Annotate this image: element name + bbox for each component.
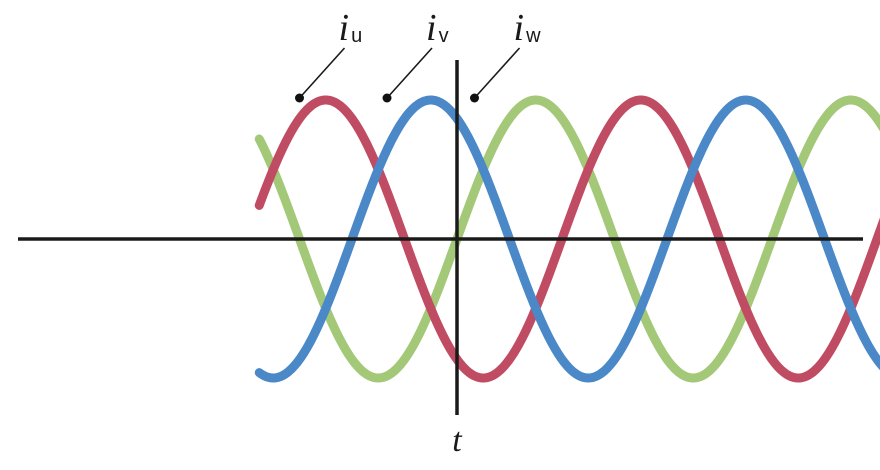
- leader-line-w: [473, 47, 521, 99]
- series-line-v: [254, 95, 880, 383]
- series-line-u: [254, 95, 880, 383]
- curve-layer: [254, 95, 880, 383]
- peak-marker-w: [470, 93, 480, 103]
- leader-line-u: [298, 47, 346, 99]
- peak-marker-v: [382, 93, 392, 103]
- series-line-w: [254, 95, 880, 383]
- peak-marker-u: [295, 93, 304, 103]
- x-axis-label: t: [452, 422, 463, 459]
- leader-line-v: [386, 47, 433, 99]
